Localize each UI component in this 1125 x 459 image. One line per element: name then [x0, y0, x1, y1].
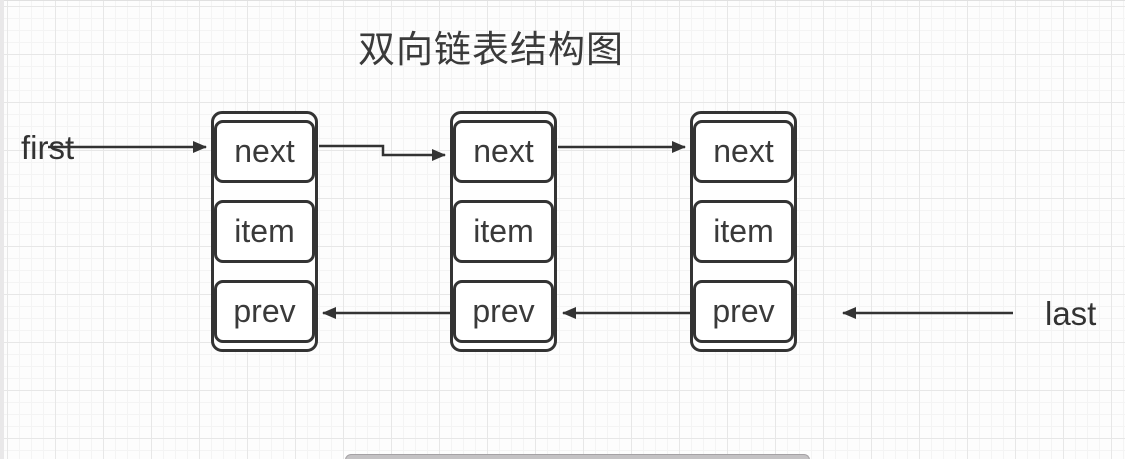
node2-item-cell: item — [453, 200, 554, 263]
node2-prev-cell: prev — [453, 280, 554, 343]
list-node-1: next item prev — [211, 111, 318, 352]
list-node-2: next item prev — [450, 111, 557, 352]
last-pointer-label: last — [1045, 295, 1097, 332]
node2-next-cell: next — [453, 120, 554, 183]
list-node-3: next item prev — [690, 111, 797, 352]
node1-next-cell: next — [214, 120, 315, 183]
horizontal-scrollbar[interactable] — [345, 454, 810, 459]
node3-item-cell: item — [693, 200, 794, 263]
diagram-title: 双向链表结构图 — [358, 29, 624, 70]
node1-next-to-node2-arrow — [319, 144, 446, 161]
canvas-top-edge — [0, 0, 1125, 1]
canvas-left-edge — [0, 0, 4, 459]
node1-prev-cell: prev — [214, 280, 315, 343]
node3-next-cell: next — [693, 120, 794, 183]
first-pointer-label: first — [21, 129, 75, 166]
node3-prev-cell: prev — [693, 280, 794, 343]
node1-item-cell: item — [214, 200, 315, 263]
